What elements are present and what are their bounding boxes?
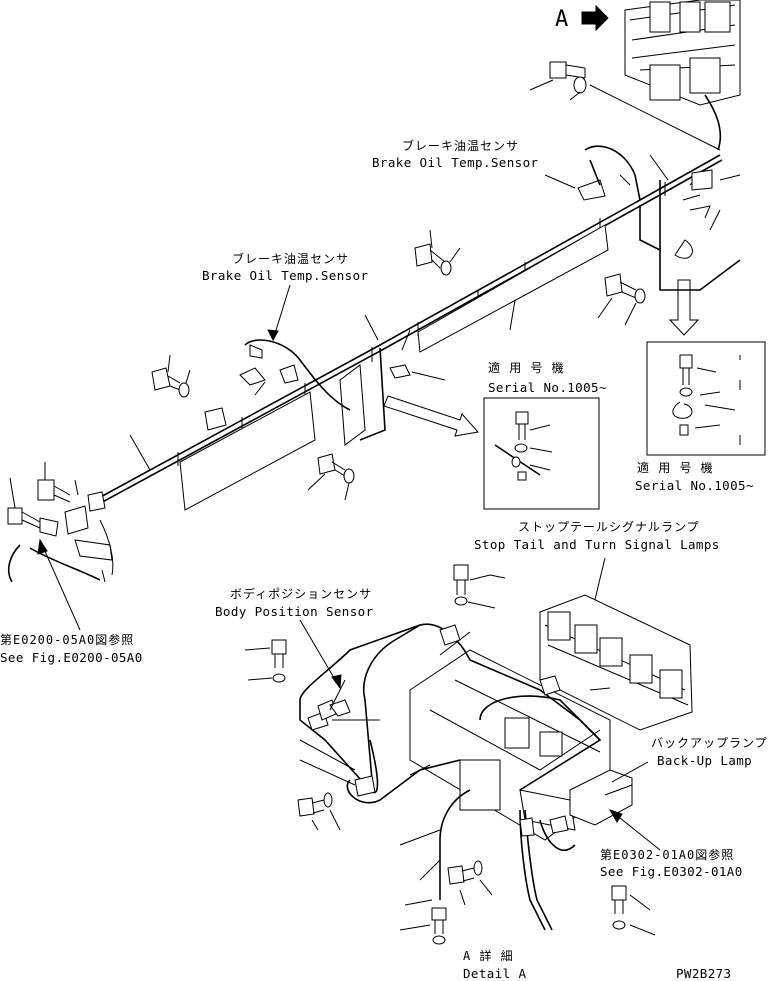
view-marker-letter: A — [555, 7, 568, 32]
ref-e0302-jp: 第E0302-01A0図参照 — [600, 847, 734, 862]
detail-a-en: Detail A — [463, 966, 526, 981]
bolt-lower-right — [611, 885, 656, 936]
backup-lamp-label: バックアップランプ Back-Up Lamp — [611, 736, 768, 783]
brake-sensor-label-lower: ブレーキ油温センサ Brake Oil Temp.Sensor — [202, 251, 369, 342]
cover-plate-2 — [417, 224, 609, 353]
view-marker-a: A — [555, 4, 609, 32]
ref-e0200-arrow: 第E0200-05A0図参照 See Fig.E0200-05A0 — [0, 538, 143, 665]
body-pos-jp: ボディポジションセンサ — [230, 586, 372, 601]
applicable-right-label: 適 用 号 機 Serial No.1005~ — [635, 460, 754, 493]
backup-en: Back-Up Lamp — [657, 753, 752, 768]
brake-sensor-lower-jp: ブレーキ油温センサ — [232, 251, 349, 266]
brake-oil-temp-sensor-upper — [544, 145, 713, 219]
bolt-lower-left — [244, 639, 287, 683]
ref-e0302: 第E0302-01A0図参照 See Fig.E0302-01A0 — [600, 809, 743, 879]
center-detail-arrow — [383, 395, 479, 437]
applicable-center-jp: 適 用 号 機 — [488, 360, 565, 375]
brake-sensor-upper-en: Brake Oil Temp.Sensor — [372, 155, 539, 170]
right-down-arrow — [668, 279, 700, 336]
ref-e0200-jp: 第E0200-05A0図参照 — [0, 632, 134, 647]
brake-oil-temp-sensor-lower — [204, 339, 446, 431]
bolt-top — [529, 61, 721, 151]
bolt-center-lower — [307, 453, 355, 501]
stop-tail-jp: ストップテールシグナルランプ — [518, 520, 700, 534]
brake-sensor-label-upper: ブレーキ油温センサ Brake Oil Temp.Sensor — [372, 138, 539, 170]
body-pos-en: Body Position Sensor — [215, 604, 374, 619]
bolt-right-mid — [597, 273, 646, 326]
lamp-bracket-box — [409, 649, 611, 841]
brake-sensor-upper-jp: ブレーキ油温センサ — [402, 138, 519, 153]
ref-e0200-en: See Fig.E0200-05A0 — [0, 650, 143, 665]
lower-harness — [299, 574, 611, 931]
applicable-right-en: Serial No.1005~ — [635, 478, 754, 493]
detail-box-right — [646, 341, 766, 456]
brake-sensor-lower-en: Brake Oil Temp.Sensor — [202, 268, 369, 283]
bolt-lower-bottom — [399, 860, 493, 945]
body-position-sensor-label: ボディポジションセンサ Body Position Sensor — [215, 586, 374, 690]
top-lamp-assembly — [624, 0, 741, 151]
applicable-right-jp: 適 用 号 機 — [637, 460, 714, 475]
view-arrow-icon — [581, 4, 609, 32]
detail-box-center: 適 用 号 機 Serial No.1005~ — [483, 360, 607, 510]
detail-a-label: A 詳 細 Detail A — [463, 948, 526, 981]
drawing-code: PW2B273 — [676, 966, 731, 981]
bolt-left-mid — [151, 354, 191, 398]
left-end-connectors — [7, 462, 114, 583]
ref-e0302-en: See Fig.E0302-01A0 — [600, 864, 743, 879]
detail-a-jp: A 詳 細 — [463, 948, 514, 963]
bolt-mid-upper — [414, 229, 461, 276]
stop-tail-en: Stop Tail and Turn Signal Lamps — [474, 537, 720, 552]
backup-jp: バックアップランプ — [651, 736, 768, 750]
main-harness — [94, 154, 741, 511]
backup-lamp — [569, 769, 633, 826]
bolt-lower-top — [453, 564, 496, 609]
bolt-lower-mid — [297, 792, 341, 831]
applicable-center-en: Serial No.1005~ — [488, 380, 607, 395]
cover-plate-1 — [179, 391, 316, 511]
